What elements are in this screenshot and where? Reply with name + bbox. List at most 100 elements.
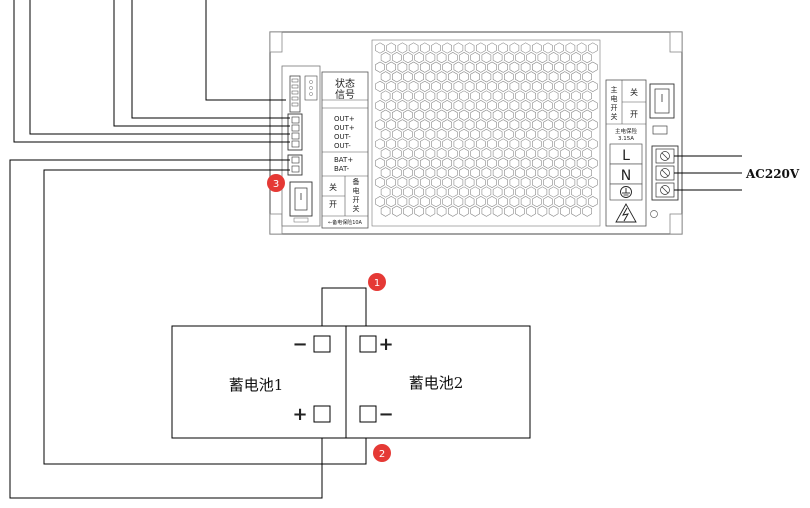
vent-hole: [453, 119, 464, 131]
vent-hole: [459, 167, 469, 179]
vent-hole: [414, 128, 425, 140]
vent-hole: [459, 205, 469, 217]
vent-hole: [587, 157, 598, 169]
vent-hole: [576, 42, 587, 54]
main-switch-title-4: 关: [611, 112, 618, 121]
vent-hole: [431, 196, 441, 208]
main-switch-title-2: 电: [611, 94, 618, 103]
vent-hole: [475, 157, 486, 169]
vent-hole: [453, 176, 464, 188]
vent-hole: [436, 52, 447, 64]
vent-hole: [386, 61, 397, 73]
vent-hole: [481, 186, 492, 198]
vent-hole: [492, 52, 503, 64]
vent-hole: [498, 80, 509, 92]
vent-hole: [559, 52, 570, 64]
vent-hole: [492, 109, 503, 121]
terminal-label-out-minus-2: OUT-: [334, 142, 351, 150]
battery1-negative-sign: −: [292, 334, 307, 355]
battery-outline: [171, 325, 531, 439]
vent-hole: [397, 100, 408, 112]
vent-hole: [543, 119, 553, 131]
vent-hole: [571, 186, 581, 198]
vent-hole: [576, 61, 587, 73]
battery2-negative-terminal: [359, 405, 377, 423]
vent-hole: [559, 71, 570, 83]
vent-hole: [526, 90, 537, 102]
vent-hole: [408, 176, 419, 188]
vent-hole: [571, 128, 581, 140]
vent-hole: [487, 176, 497, 188]
terminal-label-bat-minus: BAT-: [334, 165, 350, 173]
vent-hole: [481, 71, 492, 83]
vent-hole: [576, 138, 587, 150]
vent-hole: [554, 196, 565, 208]
vent-hole: [425, 128, 436, 140]
vent-hole: [531, 157, 542, 169]
vent-hole: [431, 119, 441, 131]
vent-hole: [526, 52, 537, 64]
terminal-label-out-plus-2: OUT+: [334, 124, 355, 132]
vent-hole: [464, 100, 475, 112]
vent-hole: [375, 100, 385, 112]
vent-hole: [414, 52, 425, 64]
battery1-negative-terminal: [313, 335, 331, 353]
vent-hole: [565, 100, 576, 112]
vent-hole: [464, 157, 475, 169]
vent-hole: [442, 100, 453, 112]
vent-hole: [408, 157, 419, 169]
vent-hole: [559, 90, 570, 102]
vent-hole: [503, 71, 514, 83]
vent-hole: [375, 80, 385, 92]
vent-hole: [548, 148, 559, 160]
battery1-positive-terminal: [313, 405, 331, 423]
vent-hole: [543, 157, 553, 169]
vent-hole: [414, 186, 425, 198]
vent-hole: [571, 90, 581, 102]
bat-minus-wire: [43, 169, 367, 465]
vent-hole: [391, 71, 402, 83]
vent-hole: [554, 42, 565, 54]
vent-hole: [380, 90, 391, 102]
vent-hole: [436, 128, 447, 140]
vent-hole: [492, 205, 503, 217]
terminal-label-bat-plus: BAT+: [334, 156, 353, 164]
vent-hole: [397, 119, 408, 131]
vent-hole: [397, 61, 408, 73]
vent-hole: [403, 71, 413, 83]
vent-hole: [481, 167, 492, 179]
vent-hole: [391, 205, 402, 217]
backup-fuse-note: ←备电保险10A: [328, 219, 363, 226]
vent-hole: [520, 138, 531, 150]
vent-hole: [419, 176, 430, 188]
battery2-label: 蓄电池2: [409, 374, 464, 392]
backup-switch-title-3: 开: [353, 196, 360, 204]
signal-connector-pins: [291, 78, 299, 107]
vent-hole: [386, 138, 397, 150]
battery2-positive-terminal: [359, 335, 377, 353]
vent-hole: [587, 138, 598, 150]
mount-tab-bl: [269, 213, 283, 235]
vent-hole: [470, 52, 481, 64]
vent-hole: [464, 138, 475, 150]
vent-hole: [419, 42, 430, 54]
output-wire-1: [131, 0, 290, 119]
vent-hole: [498, 61, 509, 73]
vent-hole: [464, 42, 475, 54]
vent-hole: [380, 128, 391, 140]
vent-hole: [548, 71, 559, 83]
vent-hole: [509, 42, 520, 54]
vent-hole: [487, 196, 497, 208]
vent-hole: [408, 61, 419, 73]
vent-hole: [380, 205, 391, 217]
vent-hole: [447, 109, 458, 121]
vent-hole: [515, 90, 525, 102]
vent-hole: [470, 128, 481, 140]
mount-tab-tr: [669, 31, 683, 53]
vent-hole: [397, 196, 408, 208]
vent-hole: [380, 71, 391, 83]
vent-hole: [531, 196, 542, 208]
vent-hole: [531, 100, 542, 112]
vent-hole: [475, 61, 486, 73]
